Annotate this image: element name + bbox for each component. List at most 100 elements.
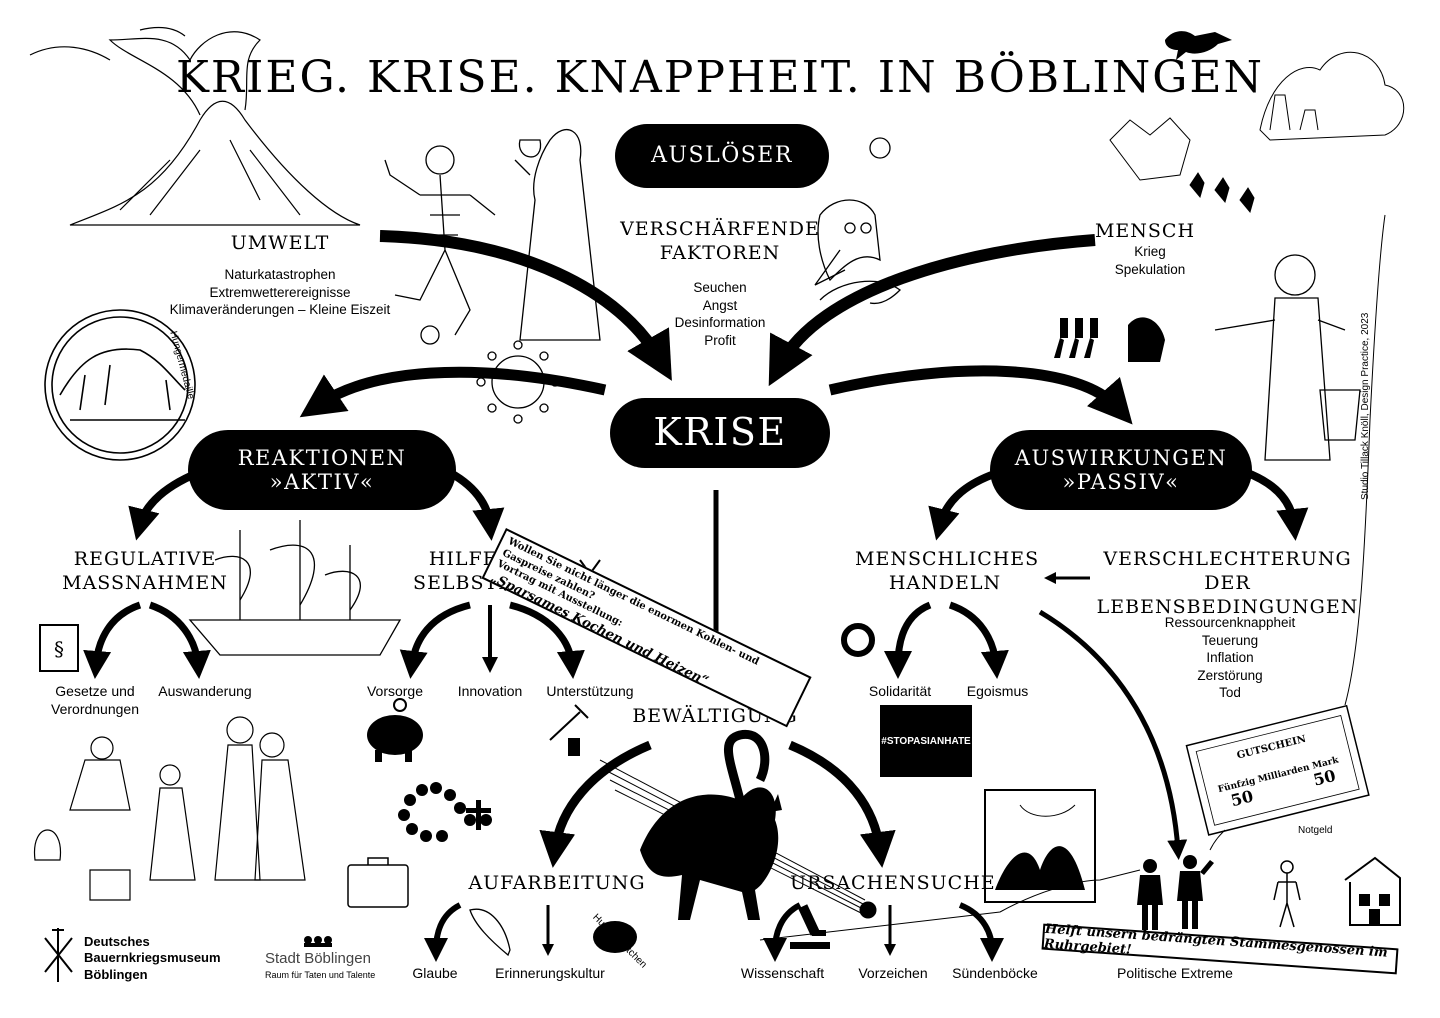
auswirkungen-line2: »PASSIV« — [1062, 470, 1180, 494]
bread-roll-icon — [593, 921, 637, 953]
hungermedaille-illustration — [44, 309, 196, 461]
notgeld-banknote: GUTSCHEIN Fünfzig Milliarden Mark 50 50 — [1185, 704, 1370, 836]
krise-pill: KRISE — [610, 398, 830, 468]
small-skeleton-icon — [1273, 860, 1301, 928]
crow-icon — [1165, 31, 1232, 60]
extremist-figures-icon — [1137, 855, 1214, 930]
black-cat-illustration — [640, 730, 782, 920]
suitcase-icon — [347, 857, 409, 908]
umwelt-item: Extremwetterereignisse — [209, 284, 351, 300]
volcano-illustration — [29, 26, 361, 226]
svg-text:50: 50 — [1311, 766, 1337, 790]
faktoren-item: Seuchen — [693, 280, 747, 295]
auswirkungen-pill: AUSWIRKUNGEN »PASSIV« — [990, 430, 1252, 510]
svg-text:§: § — [54, 637, 64, 661]
stadt-logo[interactable]: Stadt Böblingen — [265, 950, 371, 967]
feather-icon — [469, 908, 511, 957]
verschlechterung-line2: LEBENSBEDINGUNGEN — [1096, 595, 1359, 618]
museum-logo-line: Böblingen — [84, 966, 148, 982]
solidarity-hands-icon — [841, 623, 875, 657]
merchant-illustration — [1214, 254, 1361, 461]
soldiers-icon — [1054, 317, 1165, 362]
mensch-item: Spekulation — [1114, 261, 1186, 277]
ausloeser-pill: AUSLÖSER — [615, 124, 829, 188]
ursachensuche-heading: URSACHENSUCHE — [790, 872, 996, 894]
leaf-politische-extreme: Politische Extreme — [1117, 965, 1233, 981]
stadt-logo-subtitle: Raum für Taten und Talente — [265, 970, 376, 980]
verschlechterung-heading: VERSCHLECHTERUNG DER LEBENSBEDINGUNGEN — [1085, 548, 1370, 619]
menschliches-line2: HANDELN — [888, 571, 1002, 594]
mensch-item: Krieg — [1134, 244, 1166, 259]
regulative-line2: MASSNAHMEN — [62, 571, 228, 594]
leaf-vorzeichen: Vorzeichen — [858, 965, 928, 981]
verschlechterung-item: Tod — [1219, 685, 1241, 701]
menschliches-line1: MENSCHLICHES — [855, 548, 1040, 570]
battle-illustration — [1109, 51, 1405, 214]
verschlechterung-line1: VERSCHLECHTERUNG DER — [1103, 548, 1352, 594]
emigrant-family-illustration — [33, 716, 306, 901]
reaktionen-line2: »AKTIV« — [269, 470, 375, 494]
svg-text:50: 50 — [1229, 786, 1255, 810]
piggy-bank-icon — [367, 698, 423, 762]
verschlechterung-items: Ressourcenknappheit Teuerung Inflation Z… — [1150, 614, 1310, 702]
leaf-glaube: Glaube — [412, 965, 458, 981]
leaf-erinnerungskultur: Erinnerungskultur — [495, 965, 605, 981]
faktoren-line1: VERSCHÄRFENDE — [620, 218, 820, 240]
connector-lines — [759, 214, 1386, 941]
faktoren-item: Angst — [702, 297, 738, 313]
witch-trial-illustration — [984, 789, 1096, 903]
leaf-vorsorge: Vorsorge — [366, 683, 424, 699]
faktoren-heading: VERSCHÄRFENDE FAKTOREN — [610, 218, 830, 266]
verschlechterung-item: Zerstörung — [1197, 667, 1263, 683]
faktoren-item: Profit — [704, 332, 736, 348]
mensch-heading: MENSCH — [1094, 220, 1196, 242]
plague-doctor-illustration — [814, 199, 901, 305]
skeleton-illustration — [384, 128, 601, 341]
museum-logo-icon — [44, 928, 73, 982]
law-book-icon: § — [39, 624, 79, 672]
syringe-icon — [549, 704, 589, 741]
umwelt-items: Naturkatastrophen Extremwetterereignisse… — [150, 266, 410, 319]
umwelt-item: Naturkatastrophen — [224, 267, 336, 282]
arrows — [83, 230, 1309, 962]
page-title: KRIEG. KRISE. KNAPPHEIT. IN BÖBLINGEN — [175, 52, 1265, 103]
auswirkungen-line1: AUSWIRKUNGEN — [1014, 445, 1228, 470]
leaf-solidaritaet: Solidarität — [868, 683, 932, 699]
rosary-icon — [398, 782, 492, 842]
faktoren-items: Seuchen Angst Desinformation Profit — [660, 279, 780, 349]
umwelt-heading: UMWELT — [230, 232, 330, 254]
leaf-egoismus: Egoismus — [966, 683, 1029, 699]
mensch-items: Krieg Spekulation — [1095, 243, 1205, 278]
faktoren-item: Desinformation — [674, 315, 766, 331]
reaktionen-line1: REAKTIONEN — [237, 445, 407, 470]
leaf-unterstuetzung: Unterstützung — [546, 683, 634, 699]
verschlechterung-item: Teuerung — [1201, 632, 1259, 648]
krise-label: KRISE — [653, 410, 787, 455]
light-rays-illustration — [599, 759, 877, 919]
leaf-gesetze-line2: Verordnungen — [51, 700, 139, 717]
verschlechterung-item: Ressourcenknappheit — [1164, 615, 1296, 630]
vial-icon — [568, 738, 580, 756]
verschlechterung-item: Inflation — [1206, 650, 1254, 666]
microscope-icon — [790, 904, 830, 949]
leaf-innovation: Innovation — [457, 683, 523, 699]
regulative-line1: REGULATIVE — [73, 548, 217, 570]
reaktionen-pill: REAKTIONEN »AKTIV« — [188, 430, 456, 510]
leaf-gesetze: Gesetze und Verordnungen — [35, 683, 155, 718]
ausloeser-label: AUSLÖSER — [651, 143, 793, 169]
regulative-heading: REGULATIVE MASSNAHMEN — [50, 548, 240, 596]
museum-logo[interactable]: Deutsches Bauernkriegsmuseum Böblingen — [84, 934, 221, 983]
leaf-auswanderung: Auswanderung — [158, 683, 252, 699]
menschliches-heading: MENSCHLICHES HANDELN — [855, 548, 1040, 596]
house-icon — [1344, 856, 1401, 926]
museum-logo-line: Deutsches — [84, 934, 150, 949]
leaf-suendenboecke: Sündenböcke — [952, 965, 1038, 981]
aufarbeitung-heading: AUFARBEITUNG — [468, 872, 646, 894]
stadt-logo-icon — [304, 936, 332, 947]
faktoren-line2: FAKTOREN — [659, 241, 781, 264]
umwelt-item: Klimaveränderungen – Kleine Eiszeit — [169, 302, 391, 318]
ship-illustration — [188, 520, 402, 656]
museum-logo-line: Bauernkriegsmuseum — [84, 950, 221, 966]
leaf-wissenschaft: Wissenschaft — [740, 965, 825, 981]
